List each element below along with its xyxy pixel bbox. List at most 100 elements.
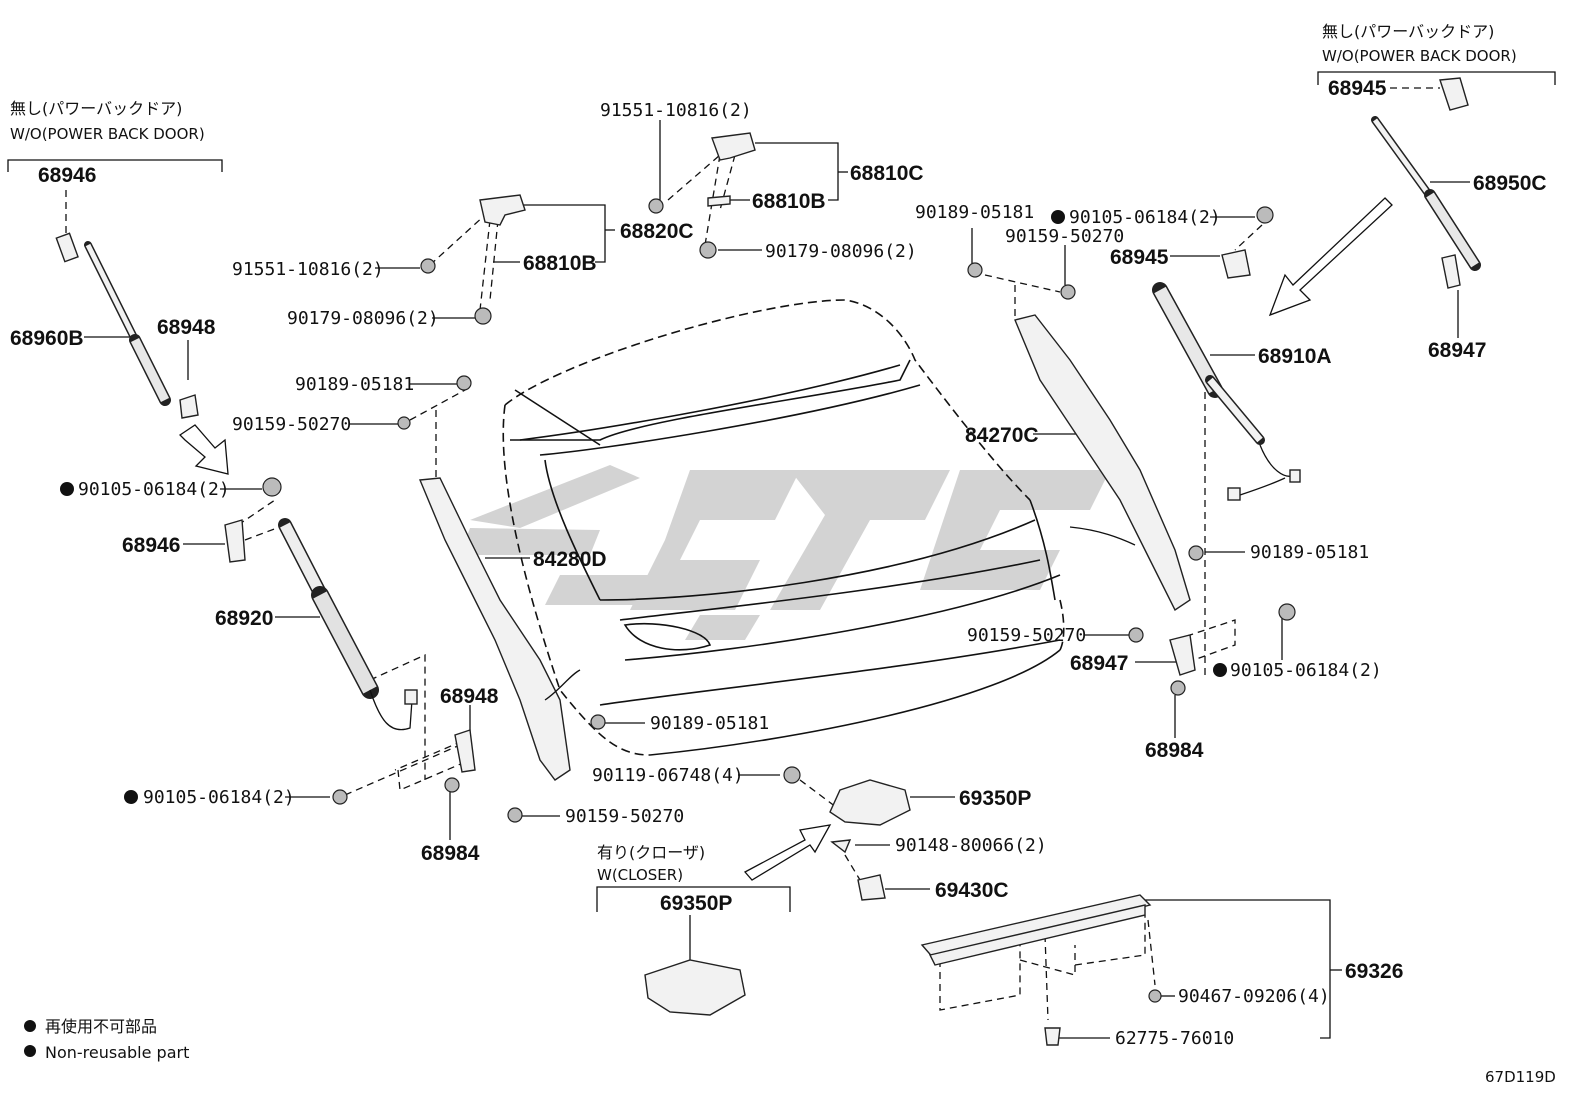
- screw-90159-left: [397, 416, 411, 430]
- bolt-90119: [783, 766, 801, 784]
- label-84280D: 84280D: [533, 548, 607, 571]
- label-68945-mid: 68945: [1110, 246, 1169, 269]
- label-69326: 69326: [1345, 960, 1403, 983]
- label-90105-left-low: 90105-06184(2): [143, 787, 295, 808]
- nut-68984-left: [444, 777, 460, 793]
- bolt-90105-left-low: [332, 789, 348, 805]
- bracket-68947-low: [1169, 634, 1196, 676]
- legend-en: Non-reusable part: [45, 1043, 189, 1062]
- watermark-logo: [460, 465, 1110, 640]
- direction-arrow-right: [1268, 197, 1393, 317]
- label-68810B-left: 68810B: [523, 252, 597, 275]
- label-90189-rtop: 90189-05181: [915, 202, 1034, 223]
- label-68820C: 68820C: [620, 220, 694, 243]
- label-90467: 90467-09206(4): [1178, 986, 1330, 1007]
- label-68960B: 68960B: [10, 327, 84, 350]
- label-68810B-top: 68810B: [752, 190, 826, 213]
- label-69350P-main: 69350P: [959, 787, 1031, 810]
- label-90179-left: 90179-08096(2): [287, 308, 439, 329]
- clip-90467: [1148, 989, 1162, 1003]
- label-68984-left: 68984: [421, 842, 480, 865]
- label-90105-rlow: 90105-06184(2): [1230, 660, 1382, 681]
- label-68950C: 68950C: [1473, 172, 1547, 195]
- nonreusable-marker: [1213, 663, 1227, 677]
- label-68946-mid: 68946: [122, 534, 180, 557]
- clip-90189-rtop: [967, 262, 983, 278]
- bolt-90105-left: [262, 477, 282, 497]
- label-90189-left: 90189-05181: [295, 374, 414, 395]
- direction-arrow-left: [178, 424, 229, 475]
- label-91551-left: 91551-10816(2): [232, 259, 384, 280]
- screw-90159-rtop: [1060, 284, 1076, 300]
- label-68920: 68920: [215, 607, 273, 630]
- label-90189-rlow: 90189-05181: [1250, 542, 1369, 563]
- nonreusable-marker: [124, 790, 138, 804]
- clip-90189-mid: [590, 714, 606, 730]
- label-68945-top: 68945: [1328, 77, 1387, 100]
- clip-90189-rlow: [1188, 545, 1204, 561]
- lock-69350P: [829, 779, 911, 826]
- back-door-body: [502, 299, 1065, 756]
- nonreusable-marker: [1051, 210, 1065, 224]
- nut-68984-right: [1170, 680, 1186, 696]
- strut-68960B: [55, 232, 199, 419]
- label-69430C: 69430C: [935, 879, 1009, 902]
- clip-90189-left: [456, 375, 472, 391]
- screw-90159-rlow: [1128, 627, 1144, 643]
- label-68948-top: 68948: [157, 316, 216, 339]
- direction-arrow-closer: [743, 824, 832, 881]
- label-84270C: 84270C: [965, 424, 1039, 447]
- label-91551-top: 91551-10816(2): [600, 100, 752, 121]
- labels: 無し(パワーバックドア) W/O(POWER BACK DOOR) 68946 …: [10, 22, 1556, 1086]
- label-90189-mid: 90189-05181: [650, 713, 769, 734]
- clip-62775: [1044, 1027, 1061, 1046]
- note-w-closer-en: W(CLOSER): [597, 866, 683, 884]
- diagram-code: 67D119D: [1485, 1068, 1556, 1086]
- note-wo-power-right-jp: 無し(パワーバックドア): [1322, 22, 1494, 41]
- bracket-68946: [224, 519, 246, 563]
- trim-84280D: [418, 477, 571, 781]
- screw-90148: [830, 839, 852, 854]
- note-wo-power-left-en: W/O(POWER BACK DOOR): [10, 125, 205, 143]
- label-68984-right: 68984: [1145, 739, 1204, 762]
- label-68948-low: 68948: [440, 685, 499, 708]
- strut-68920: [278, 518, 418, 731]
- bolt-90105-rlow: [1278, 603, 1296, 621]
- legend-marker: [24, 1045, 36, 1057]
- note-wo-power-right-en: W/O(POWER BACK DOOR): [1322, 47, 1517, 65]
- label-68810C: 68810C: [850, 162, 924, 185]
- bracket-68948-low: [454, 729, 476, 773]
- legend-jp: 再使用不可部品: [45, 1017, 157, 1036]
- label-68947-top: 68947: [1428, 339, 1486, 362]
- legend-marker: [24, 1020, 36, 1032]
- strut-68910A: [1152, 282, 1301, 501]
- screw-90159-mid: [507, 807, 523, 823]
- parts: [55, 77, 1481, 1046]
- label-90179-top: 90179-08096(2): [765, 241, 917, 262]
- label-68946-top: 68946: [38, 164, 96, 187]
- note-w-closer-jp: 有り(クローザ): [597, 843, 705, 862]
- label-90105-left-top: 90105-06184(2): [78, 479, 230, 500]
- lock-69350P-inset: [644, 959, 746, 1016]
- strut-68950C: [1371, 77, 1481, 289]
- label-62775: 62775-76010: [1115, 1028, 1234, 1049]
- striker-69430C: [857, 874, 886, 901]
- note-wo-power-left-jp: 無し(パワーバックドア): [10, 99, 182, 118]
- label-90159-rlow: 90159-50270: [967, 625, 1086, 646]
- leader-lines: [7, 71, 1556, 1039]
- label-90159-mid: 90159-50270: [565, 806, 684, 827]
- hinge-68810C-top: [648, 132, 756, 259]
- label-68947-low: 68947: [1070, 652, 1128, 675]
- nonreusable-marker: [60, 482, 74, 496]
- bolt-90105-rtop: [1256, 206, 1274, 224]
- label-90105-rtop: 90105-06184(2): [1069, 207, 1221, 228]
- hinge-68810B-left: [420, 194, 526, 325]
- label-90159-left: 90159-50270: [232, 414, 351, 435]
- label-90148: 90148-80066(2): [895, 835, 1047, 856]
- trim-84270C: [1014, 314, 1191, 612]
- bracket-68945-mid: [1221, 249, 1251, 279]
- label-90119: 90119-06748(4): [592, 765, 744, 786]
- label-68910A: 68910A: [1258, 345, 1332, 368]
- label-69350P-inset: 69350P: [660, 892, 732, 915]
